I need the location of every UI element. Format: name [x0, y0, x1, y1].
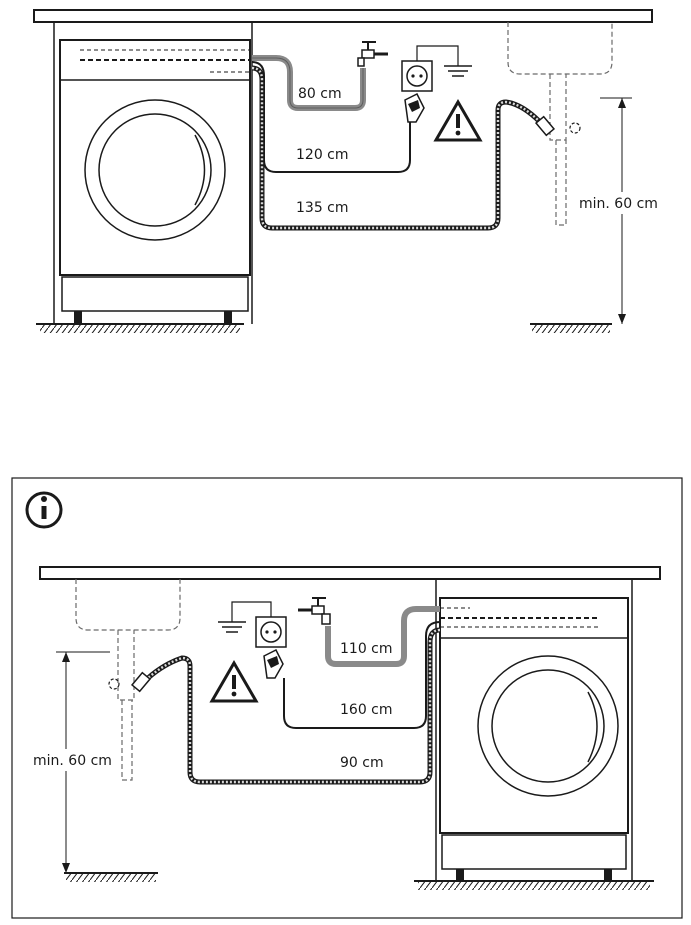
power-socket-icon — [231, 601, 287, 648]
power-cable — [283, 621, 441, 729]
warning-triangle-icon — [433, 99, 483, 142]
door-outer — [84, 99, 226, 241]
machine-plinth — [441, 834, 627, 870]
machine-foot — [456, 869, 464, 881]
machine-plinth — [61, 276, 249, 312]
info-frame — [11, 477, 683, 919]
door-inner — [491, 669, 605, 783]
power-plug-icon — [263, 648, 284, 679]
diagram-bottom: 110 cm 160 cm 90 cm min. 60 cm — [11, 477, 683, 919]
floor-right — [530, 323, 612, 333]
washing-machine — [59, 39, 251, 324]
inlet-hose-label: 80 cm — [298, 86, 342, 102]
machine-foot — [604, 869, 612, 881]
door-inner — [98, 113, 212, 227]
height-label: min. 60 cm — [33, 753, 112, 769]
drain-hose — [138, 627, 441, 785]
drain-hose-label: 90 cm — [340, 755, 384, 771]
power-socket-icon — [401, 45, 459, 92]
water-tap-icon — [298, 597, 331, 625]
inlet-hose — [252, 55, 366, 111]
power-cable — [251, 61, 411, 173]
washing-machine — [439, 597, 629, 881]
sink — [507, 22, 613, 226]
floor-left — [36, 323, 244, 333]
power-cable-label: 120 cm — [296, 147, 349, 163]
countertop — [39, 566, 661, 580]
floor-right — [414, 880, 654, 890]
drain-hose-label: 135 cm — [296, 200, 349, 216]
inlet-hose-label: 110 cm — [340, 641, 393, 657]
diagram-top: 80 cm 120 cm 135 cm min. 60 cm — [33, 9, 664, 333]
height-label: min. 60 cm — [579, 196, 658, 212]
power-cable-label: 160 cm — [340, 702, 393, 718]
door-outer — [477, 655, 619, 797]
info-circle-icon — [25, 491, 63, 529]
ground-symbol-icon — [444, 65, 472, 77]
floor-left — [64, 872, 158, 882]
ground-symbol-icon — [218, 621, 246, 633]
inlet-hose — [325, 606, 440, 667]
water-tap-icon — [357, 41, 388, 67]
machine-foot — [224, 311, 232, 324]
sink — [75, 579, 181, 781]
countertop — [33, 9, 653, 23]
machine-foot — [74, 311, 82, 324]
power-plug-icon — [404, 92, 425, 123]
warning-triangle-icon — [209, 660, 259, 703]
